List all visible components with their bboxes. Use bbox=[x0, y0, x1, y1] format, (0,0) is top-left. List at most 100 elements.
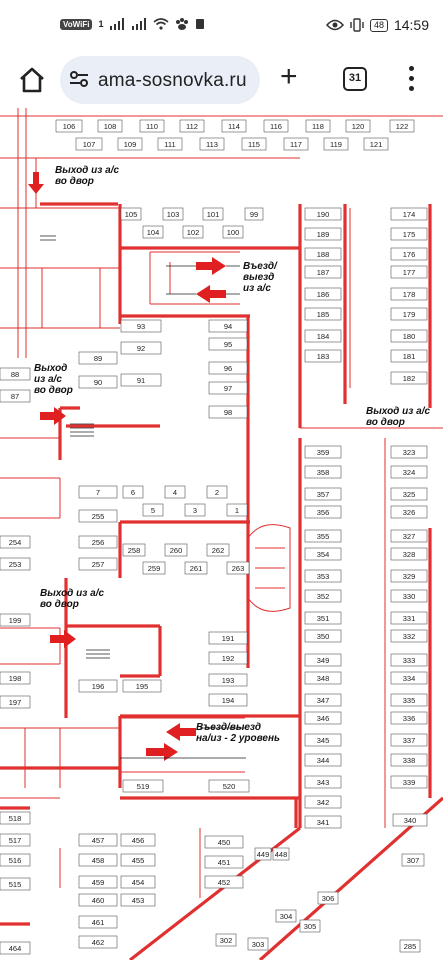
space-number: 116 bbox=[270, 122, 282, 131]
parking-space-254: 254 bbox=[0, 535, 31, 549]
parking-space-454: 454 bbox=[120, 875, 156, 889]
space-number: 263 bbox=[232, 564, 245, 573]
parking-space-461: 461 bbox=[78, 915, 118, 929]
parking-spaces: 1061071081091101111121131141151161171181… bbox=[0, 119, 428, 955]
parking-space-352: 352 bbox=[304, 589, 342, 603]
tab-switcher-button[interactable]: 31 bbox=[343, 67, 367, 91]
parking-space-92: 92 bbox=[120, 341, 162, 355]
space-number: 303 bbox=[252, 940, 265, 949]
parking-space-344: 344 bbox=[304, 753, 342, 767]
parking-space-351: 351 bbox=[304, 611, 342, 625]
eye-icon bbox=[325, 19, 344, 31]
site-settings-icon[interactable] bbox=[68, 68, 90, 90]
parking-space-191: 191 bbox=[208, 631, 248, 645]
parking-space-198: 198 bbox=[0, 671, 31, 685]
space-number: 178 bbox=[403, 290, 416, 299]
space-number: 302 bbox=[220, 936, 233, 945]
parking-space-101: 101 bbox=[202, 207, 224, 221]
parking-space-263: 263 bbox=[226, 561, 250, 575]
arrow-left-icon-2 bbox=[166, 723, 196, 741]
space-number: 4 bbox=[173, 488, 177, 497]
parking-space-102: 102 bbox=[182, 225, 204, 239]
space-number: 192 bbox=[222, 654, 235, 663]
space-number: 326 bbox=[403, 508, 416, 517]
space-number: 1 bbox=[235, 506, 239, 515]
space-number: 95 bbox=[224, 340, 232, 349]
space-number: 451 bbox=[218, 858, 231, 867]
parking-space-188: 188 bbox=[304, 247, 342, 261]
parking-space-197: 197 bbox=[0, 695, 31, 709]
parking-space-305: 305 bbox=[299, 919, 321, 933]
parking-space-256: 256 bbox=[78, 535, 118, 549]
space-number: 343 bbox=[317, 778, 330, 787]
space-number: 357 bbox=[317, 490, 330, 499]
space-number: 323 bbox=[403, 448, 416, 457]
space-number: 112 bbox=[186, 122, 198, 131]
space-number: 346 bbox=[317, 714, 330, 723]
parking-space-348: 348 bbox=[304, 671, 342, 685]
status-left: VoWiFi 1 bbox=[60, 18, 205, 30]
space-number: 259 bbox=[148, 564, 161, 573]
parking-space-253: 253 bbox=[0, 557, 31, 571]
parking-space-104: 104 bbox=[142, 225, 164, 239]
parking-space-451: 451 bbox=[204, 855, 244, 869]
space-number: 114 bbox=[228, 122, 240, 131]
space-number: 118 bbox=[312, 122, 324, 131]
parking-space-186: 186 bbox=[304, 287, 342, 301]
space-number: 107 bbox=[83, 140, 96, 149]
space-number: 94 bbox=[224, 322, 232, 331]
space-number: 117 bbox=[290, 140, 302, 149]
parking-floor-plan: 1061071081091101111121131141151161171181… bbox=[0, 108, 443, 960]
parking-space-194: 194 bbox=[208, 693, 248, 707]
stairs bbox=[40, 235, 110, 659]
parking-space-199: 199 bbox=[0, 613, 31, 627]
space-number: 456 bbox=[132, 836, 145, 845]
parking-space-260: 260 bbox=[164, 543, 188, 557]
space-number: 325 bbox=[403, 490, 416, 499]
parking-space-285: 285 bbox=[399, 939, 421, 953]
space-number: 101 bbox=[207, 210, 220, 219]
parking-space-455: 455 bbox=[120, 853, 156, 867]
space-number: 333 bbox=[403, 656, 416, 665]
space-number: 351 bbox=[317, 614, 330, 623]
parking-space-114: 114 bbox=[221, 119, 247, 133]
parking-space-108: 108 bbox=[97, 119, 123, 133]
space-number: 355 bbox=[317, 532, 330, 541]
parking-space-113: 113 bbox=[199, 137, 225, 151]
parking-space-6: 6 bbox=[122, 485, 144, 499]
parking-space-88: 88 bbox=[0, 367, 31, 381]
parking-space-175: 175 bbox=[390, 227, 428, 241]
parking-space-195: 195 bbox=[122, 679, 162, 693]
parking-space-456: 456 bbox=[120, 833, 156, 847]
parking-space-187: 187 bbox=[304, 265, 342, 279]
more-menu-icon[interactable] bbox=[407, 64, 415, 94]
parking-space-359: 359 bbox=[304, 445, 342, 459]
parking-space-335: 335 bbox=[390, 693, 428, 707]
space-number: 253 bbox=[9, 560, 22, 569]
address-bar[interactable]: ama-sosnovka.ru bbox=[60, 56, 260, 104]
parking-space-262: 262 bbox=[206, 543, 230, 557]
parking-space-3: 3 bbox=[184, 503, 206, 517]
parking-space-107: 107 bbox=[75, 137, 103, 151]
home-icon[interactable] bbox=[18, 66, 46, 94]
space-number: 345 bbox=[317, 736, 330, 745]
space-number: 3 bbox=[193, 506, 197, 515]
parking-space-112: 112 bbox=[179, 119, 205, 133]
space-number: 104 bbox=[147, 228, 160, 237]
space-number: 517 bbox=[9, 836, 22, 845]
vibrate-icon bbox=[350, 18, 364, 32]
space-number: 518 bbox=[9, 814, 22, 823]
parking-space-460: 460 bbox=[78, 893, 118, 907]
parking-space-453: 453 bbox=[120, 893, 156, 907]
parking-space-119: 119 bbox=[323, 137, 349, 151]
parking-space-5: 5 bbox=[142, 503, 164, 517]
space-number: 254 bbox=[9, 538, 22, 547]
clock: 14:59 bbox=[393, 17, 429, 33]
parking-space-94: 94 bbox=[208, 319, 248, 333]
parking-space-179: 179 bbox=[390, 307, 428, 321]
new-tab-button[interactable]: + bbox=[280, 60, 298, 93]
parking-space-324: 324 bbox=[390, 465, 428, 479]
